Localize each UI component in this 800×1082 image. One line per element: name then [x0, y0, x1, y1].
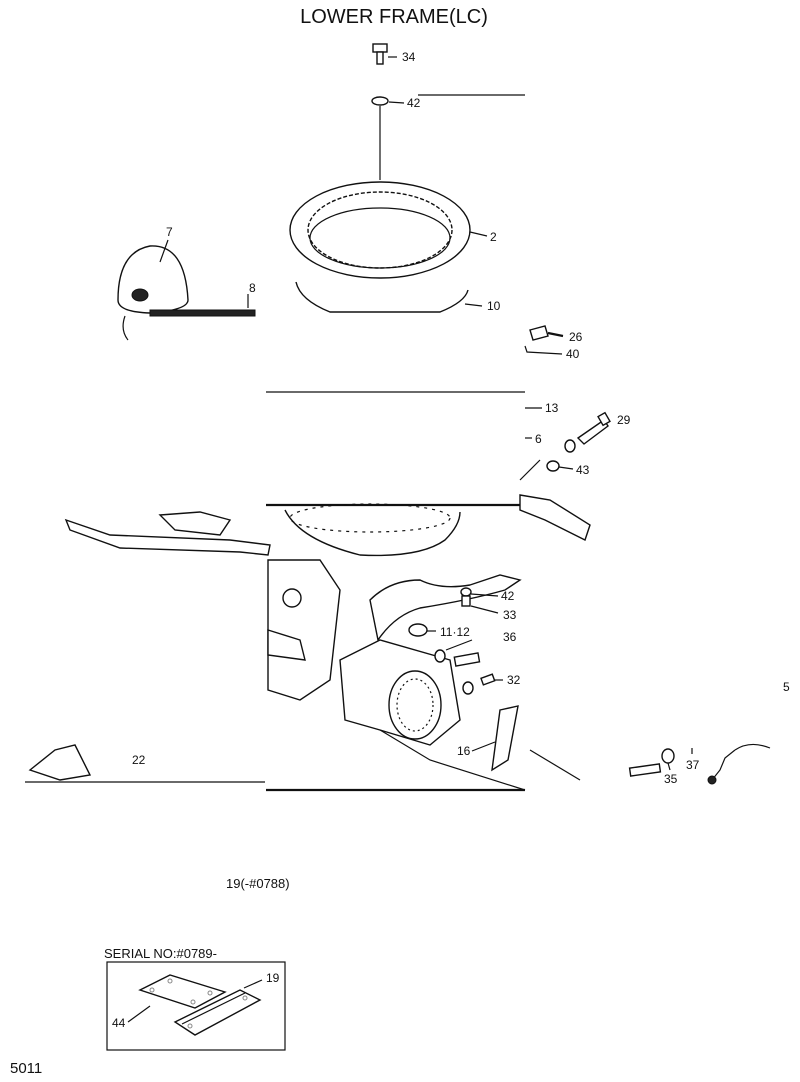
bolt-29-part — [546, 411, 611, 472]
callout-29: 29 — [617, 413, 631, 427]
cover-plate-44 — [138, 974, 227, 1009]
callout-22: 22 — [132, 753, 146, 767]
plate-11-12-part — [408, 623, 428, 637]
serial-inset-box — [106, 961, 286, 1051]
left-track-frame — [25, 511, 306, 783]
callout-33: 33 — [503, 608, 517, 622]
callout-37: 37 — [686, 758, 700, 772]
callout-8: 8 — [249, 281, 256, 295]
callout-43: 43 — [576, 463, 590, 477]
callout-44: 44 — [112, 1016, 126, 1030]
bolt-36-part — [434, 649, 481, 667]
callout-42-lower: 42 — [501, 589, 515, 603]
callout-35: 35 — [664, 772, 678, 786]
bolt-35-part — [628, 748, 717, 785]
rail-8-part — [149, 309, 256, 317]
page-number: 5011 — [10, 1060, 42, 1077]
callout-26: 26 — [569, 330, 583, 344]
washer-42-part — [371, 96, 389, 106]
callout-32: 32 — [507, 673, 521, 687]
right-track-frame — [519, 459, 771, 781]
cover-plate-19 — [173, 989, 262, 1036]
bolt-33-part — [460, 587, 472, 607]
nut-32-part — [462, 673, 496, 695]
callout-34: 34 — [402, 50, 416, 64]
callout-42: 42 — [407, 96, 421, 110]
callout-11-12: 11·12 — [440, 625, 470, 639]
callout-16: 16 — [457, 744, 471, 758]
callout-10: 10 — [487, 299, 501, 313]
callout-36: 36 — [503, 630, 517, 644]
strip-16-part — [491, 705, 519, 772]
callout-2: 2 — [490, 230, 497, 244]
callout-40: 40 — [566, 347, 580, 361]
callout-19: 19 — [266, 971, 280, 985]
callout-6: 6 — [535, 432, 542, 446]
serial-number-label: SERIAL NO:#0789- — [104, 946, 217, 961]
idler-part — [117, 245, 189, 341]
bolt-26-part — [529, 325, 564, 341]
ring-base-part — [295, 281, 469, 313]
callout-5: 5 — [783, 680, 790, 694]
page-title: LOWER FRAME(LC) — [300, 6, 488, 28]
callout-7: 7 — [166, 225, 173, 239]
bolt-34-part — [372, 43, 388, 65]
lower-frame-center-body — [266, 503, 526, 792]
note-19: 19(-#0788) — [226, 876, 290, 891]
callout-13: 13 — [545, 401, 559, 415]
swing-ring-gear — [289, 181, 471, 279]
